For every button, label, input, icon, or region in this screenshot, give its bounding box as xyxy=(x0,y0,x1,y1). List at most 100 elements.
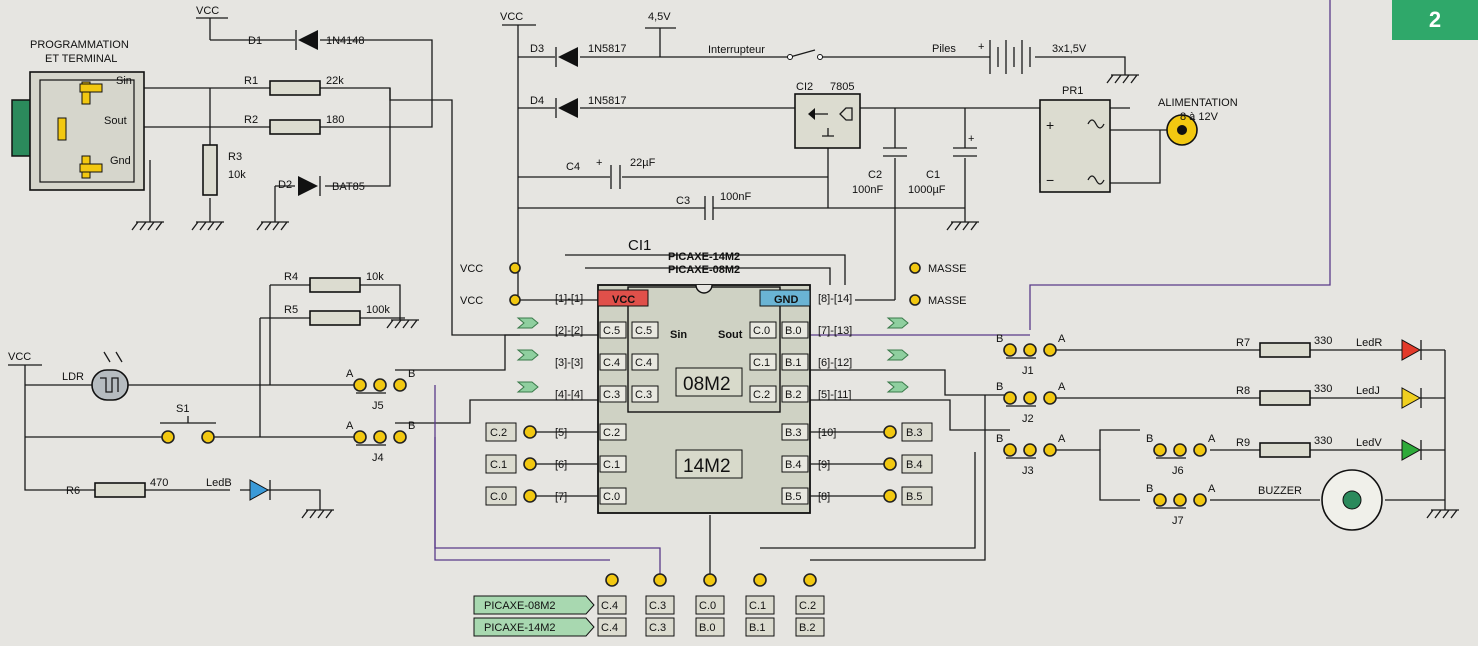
table-cell xyxy=(645,595,675,615)
io-box-label: B.4 xyxy=(906,459,923,471)
ic-pin-box xyxy=(599,487,627,505)
table-cell xyxy=(597,617,627,637)
left-io-boxes: C.2C.1C.0 xyxy=(485,422,598,506)
table-cell-text: C.2 xyxy=(799,600,816,612)
switch-s1: S1 xyxy=(160,403,216,444)
ic-right-pin-number: [7]-[13] xyxy=(818,325,852,337)
svg-text:+: + xyxy=(978,41,984,53)
svg-text:MASSE: MASSE xyxy=(928,263,967,275)
jumper-pin xyxy=(1003,391,1017,405)
svg-text:CI1: CI1 xyxy=(628,237,651,254)
svg-text:1000µF: 1000µF xyxy=(908,184,946,196)
ground-icon xyxy=(946,221,979,231)
led-yellow: LedJ xyxy=(1356,385,1422,409)
io-box-label: C.1 xyxy=(490,459,507,471)
table-cell xyxy=(745,595,775,615)
svg-text:22k: 22k xyxy=(326,75,344,87)
prog-title-1: PROGRAMMATION xyxy=(30,39,129,51)
io-pad xyxy=(883,457,897,471)
ground-icon xyxy=(1106,74,1139,84)
power-jack: ALIMENTATION 8 à 12V xyxy=(1158,97,1238,146)
vcc-symbols: VCC VCC 4,5V VCC xyxy=(8,5,676,366)
ic-right-pin-number: [10] xyxy=(818,427,836,439)
ic-right-pin-label-inner: C.0 xyxy=(753,325,770,337)
svg-text:100nF: 100nF xyxy=(720,191,751,203)
ldr-sensor: LDR xyxy=(62,351,129,401)
ic-right-pin-label-inner: C.1 xyxy=(753,357,770,369)
ic-left-pin-label: C.4 xyxy=(603,357,620,369)
ic-pin-box xyxy=(781,487,809,505)
jumper-a-label: A xyxy=(346,368,354,380)
ic-left-pin-label: C.5 xyxy=(603,325,620,337)
svg-text:LedR: LedR xyxy=(1356,337,1382,349)
jumper-label: J2 xyxy=(1022,413,1034,425)
jumper-pin xyxy=(1023,443,1037,457)
regulator-ci2: CI2 7805 xyxy=(794,81,861,149)
svg-text:+: + xyxy=(596,157,602,169)
svg-text:08M2: 08M2 xyxy=(683,374,731,395)
svg-text:BAT85: BAT85 xyxy=(332,181,365,193)
bottom-pad xyxy=(653,573,667,587)
io-box xyxy=(901,486,933,506)
io-box-label: C.2 xyxy=(490,427,507,439)
ic-left-pin-number: [4]-[4] xyxy=(555,389,583,401)
svg-text:1N4148: 1N4148 xyxy=(326,35,365,47)
svg-text:LedV: LedV xyxy=(1356,437,1382,449)
io-box xyxy=(485,422,517,442)
bottom-pad xyxy=(605,573,619,587)
svg-text:BUZZER: BUZZER xyxy=(1258,485,1302,497)
bottom-pad xyxy=(803,573,817,587)
jumper-label: J4 xyxy=(372,452,384,464)
figure-number: 2 xyxy=(1428,7,1442,32)
ic-right-pin-number: [9] xyxy=(818,459,830,471)
table-cell xyxy=(695,617,725,637)
svg-text:330: 330 xyxy=(1314,435,1332,447)
jumper-pin xyxy=(1023,343,1037,357)
ic-pin-box xyxy=(749,353,777,371)
sin-label: Sin xyxy=(116,75,132,87)
jumper-b-label: A xyxy=(1058,333,1066,345)
ic-pin-box xyxy=(599,455,627,473)
svg-text:VCC: VCC xyxy=(460,263,483,275)
svg-text:C2: C2 xyxy=(868,169,882,181)
jumper-pin xyxy=(373,378,387,392)
svg-text:PR1: PR1 xyxy=(1062,85,1083,97)
ic-left-pin-label: C.2 xyxy=(603,427,620,439)
ic-left-pin-number: [2]-[2] xyxy=(555,325,583,337)
ic-pin-box xyxy=(631,321,659,339)
io-pad xyxy=(523,489,537,503)
svg-text:CI2: CI2 xyxy=(796,81,813,93)
ic-pin-box xyxy=(781,385,809,403)
ic-ci1: VCC GND Sin Sout 08M2 14M2 [1]-[1][2]-[2… xyxy=(555,284,852,514)
svg-text:R7: R7 xyxy=(1236,337,1250,349)
diode-d4: D4 1N5817 xyxy=(530,95,627,118)
svg-text:C3: C3 xyxy=(676,195,690,207)
capacitor-c2: C2 100nF xyxy=(852,147,907,196)
led-blue: LedB xyxy=(206,477,271,501)
diode-d3: D3 1N5817 xyxy=(530,43,627,67)
sout-label: Sout xyxy=(104,115,127,127)
io-box-label: B.3 xyxy=(906,427,923,439)
io-box xyxy=(485,486,517,506)
io-box xyxy=(901,422,933,442)
io-pad xyxy=(883,489,897,503)
table-cell-text: C.3 xyxy=(649,622,666,634)
svg-text:Piles: Piles xyxy=(932,43,956,55)
table-cell-text: C.3 xyxy=(649,600,666,612)
ic-pin-box xyxy=(781,423,809,441)
svg-text:D1: D1 xyxy=(248,35,262,47)
svg-text:MASSE: MASSE xyxy=(928,295,967,307)
jumper-b-label: A xyxy=(1208,483,1216,495)
svg-text:−: − xyxy=(1046,172,1054,188)
table-cell xyxy=(795,595,825,615)
svg-text:330: 330 xyxy=(1314,383,1332,395)
table-cell xyxy=(597,595,627,615)
svg-text:C4: C4 xyxy=(566,161,580,173)
led-red: LedR xyxy=(1356,337,1422,361)
svg-text:+: + xyxy=(1046,117,1054,133)
jumper-b-label: B xyxy=(408,368,415,380)
svg-text:R5: R5 xyxy=(284,304,298,316)
ic-pin-box xyxy=(599,321,627,339)
vcc-label: VCC xyxy=(500,11,523,23)
